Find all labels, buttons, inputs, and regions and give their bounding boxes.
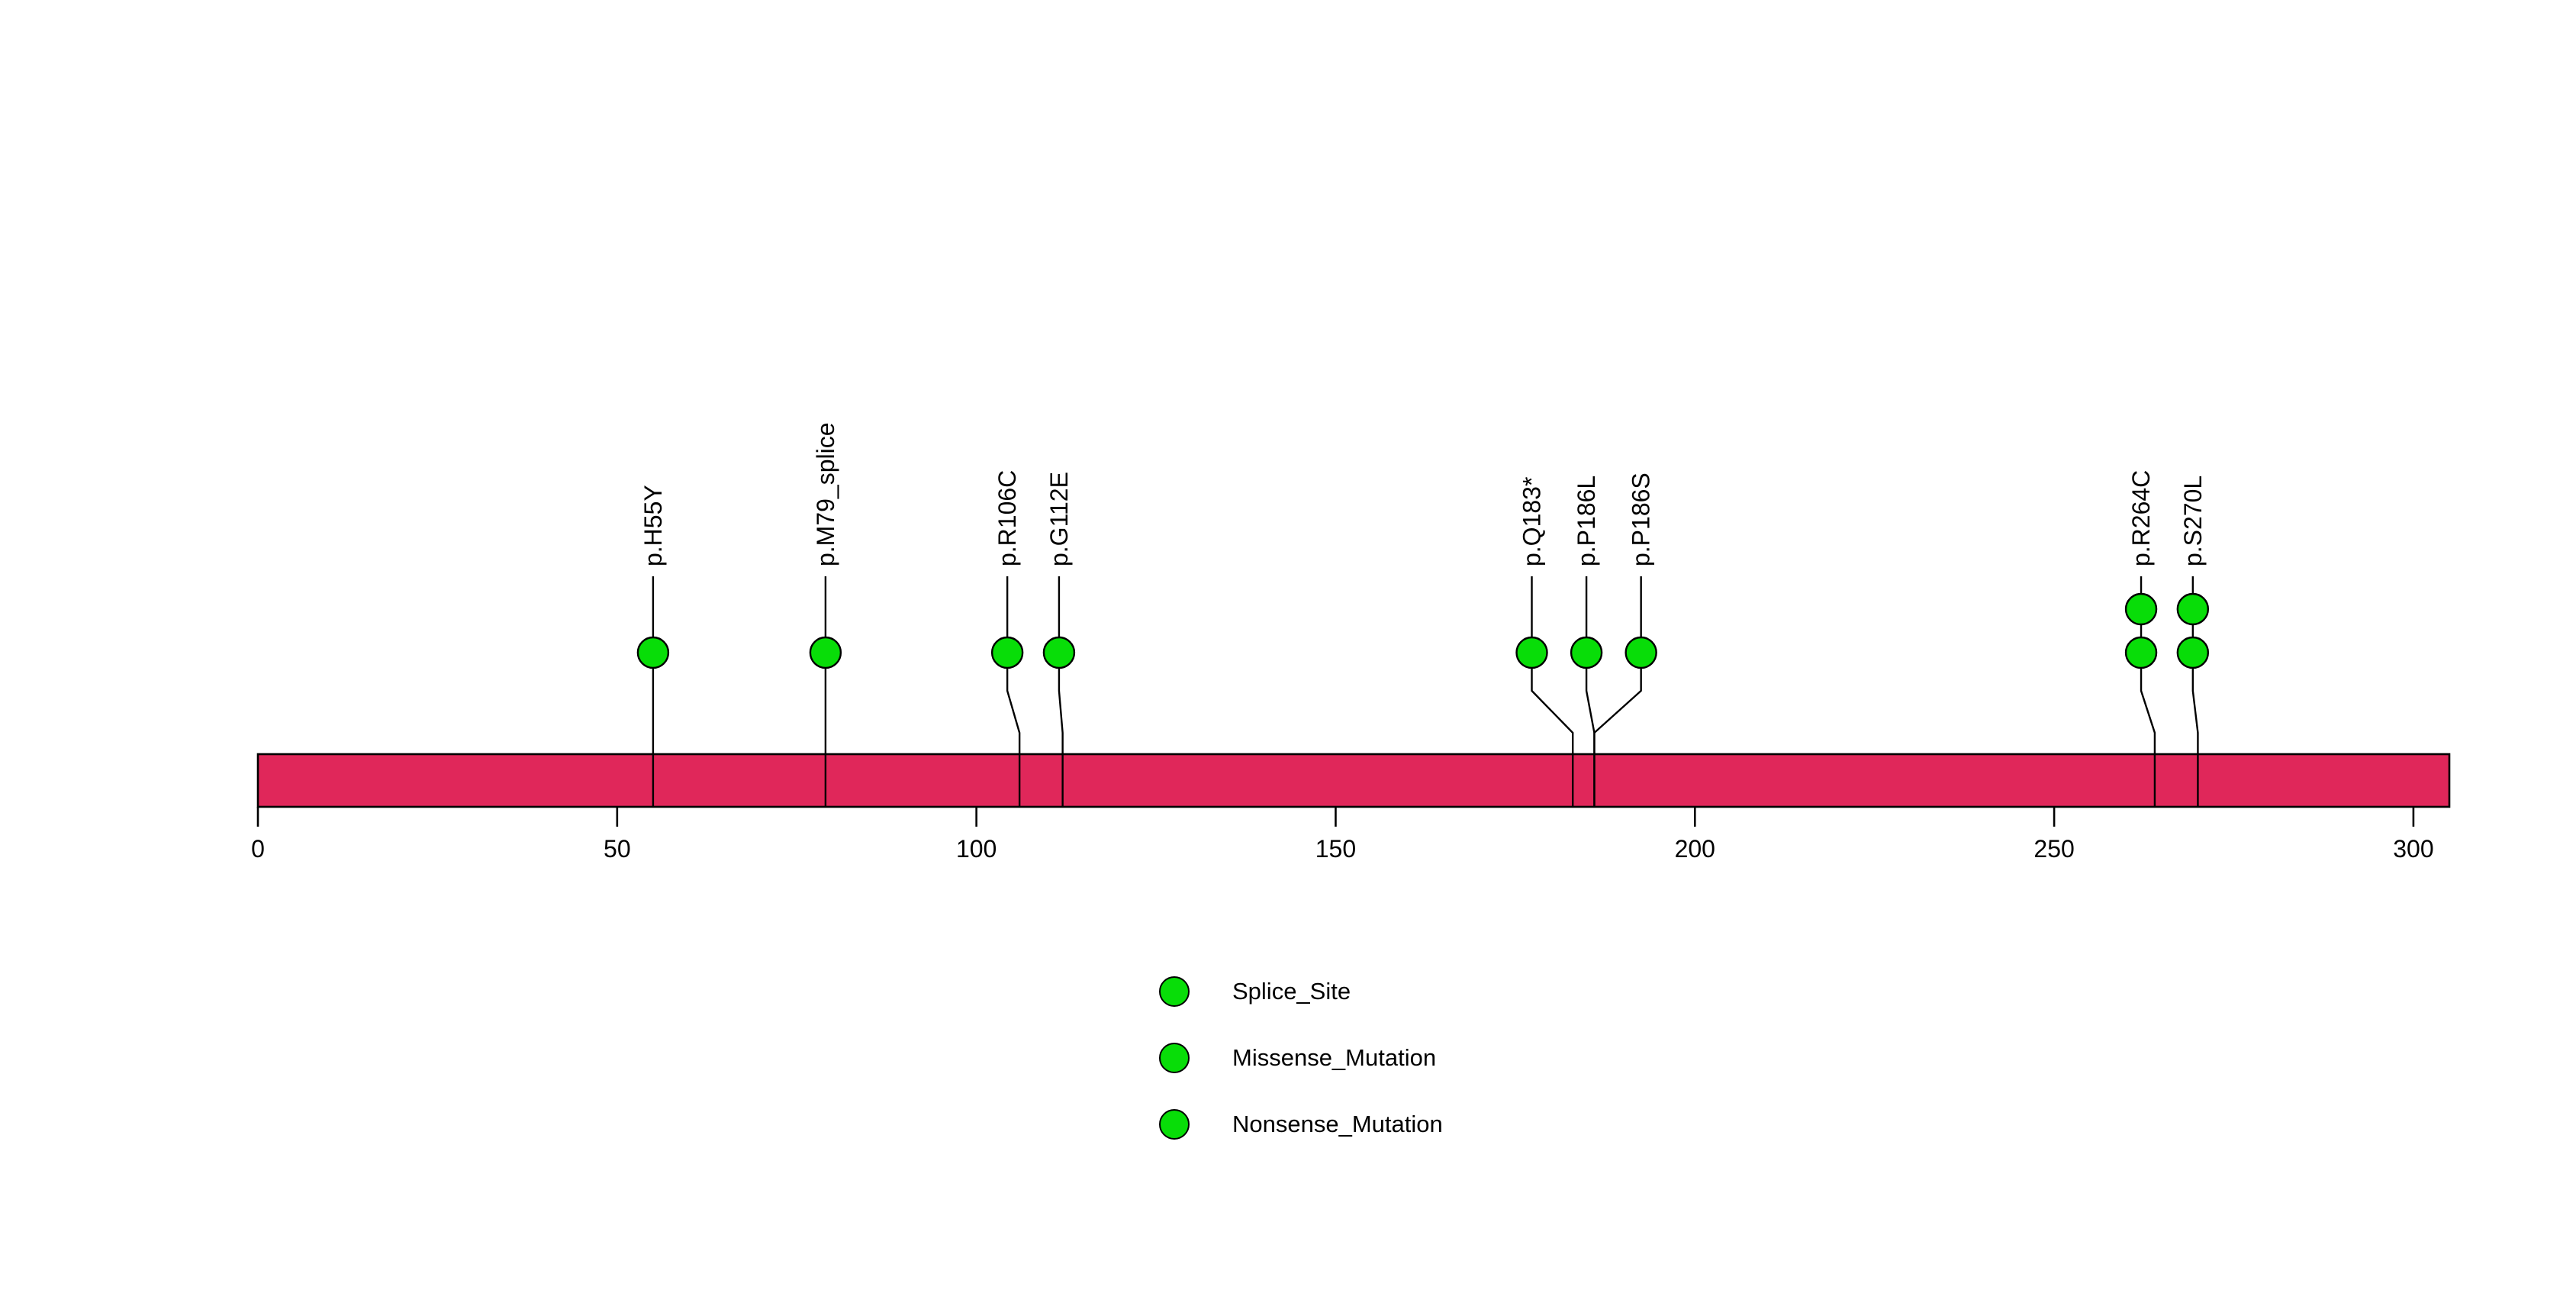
axis-tick-label: 50	[604, 835, 631, 863]
axis-tick-label: 100	[956, 835, 997, 863]
mutation-stem	[2191, 576, 2199, 807]
legend-item-splice-site: Splice_Site	[1159, 976, 1443, 1007]
mutation-label: p.R264C	[2127, 470, 2155, 566]
mutation-point	[2176, 636, 2210, 669]
mutation-label: p.P186S	[1628, 472, 1655, 566]
mutation-label: p.S270L	[2179, 476, 2207, 566]
legend: Splice_Site Missense_Mutation Nonsense_M…	[1159, 976, 1443, 1140]
mutation-point	[1624, 636, 1657, 669]
mutation-stem	[1593, 576, 1642, 807]
legend-swatch-circle-icon	[1159, 1043, 1190, 1073]
mutation-point	[2176, 592, 2210, 626]
mutation-label: p.M79_splice	[812, 422, 839, 566]
axis-tick-label: 300	[2393, 835, 2433, 863]
mutation-label: p.H55Y	[639, 485, 667, 566]
legend-label: Nonsense_Mutation	[1232, 1111, 1443, 1137]
mutation-point	[990, 636, 1024, 669]
axis-tick-label: 150	[1315, 835, 1356, 863]
mutation-point	[1042, 636, 1076, 669]
mutation-stem	[1006, 576, 1021, 807]
mutation-point	[2124, 636, 2158, 669]
mutation-point	[636, 636, 670, 669]
legend-swatch-circle-icon	[1159, 1109, 1190, 1140]
legend-item-missense-mutation: Missense_Mutation	[1159, 1043, 1443, 1073]
mutation-label: p.G112E	[1045, 472, 1073, 566]
axis-tick-label: 250	[2033, 835, 2074, 863]
mutation-label: p.P186L	[1573, 476, 1600, 566]
mutation-label: p.Q183*	[1518, 477, 1546, 566]
mutation-point	[1570, 636, 1603, 669]
axis-tick-label: 200	[1675, 835, 1715, 863]
mutation-stem	[2140, 576, 2156, 807]
mutation-point	[2124, 592, 2158, 626]
mutation-stem	[1058, 576, 1064, 807]
legend-label: Missense_Mutation	[1232, 1044, 1437, 1071]
mutation-point	[1515, 636, 1548, 669]
mutation-stem	[1531, 576, 1574, 807]
legend-item-nonsense-mutation: Nonsense_Mutation	[1159, 1109, 1443, 1140]
axis-tick-label: 0	[251, 835, 265, 863]
protein-backbone-bar	[256, 753, 2451, 808]
legend-swatch-circle-icon	[1159, 976, 1190, 1007]
legend-label: Splice_Site	[1232, 978, 1351, 1005]
mutation-label: p.R106C	[993, 470, 1021, 566]
mutation-point	[809, 636, 842, 669]
